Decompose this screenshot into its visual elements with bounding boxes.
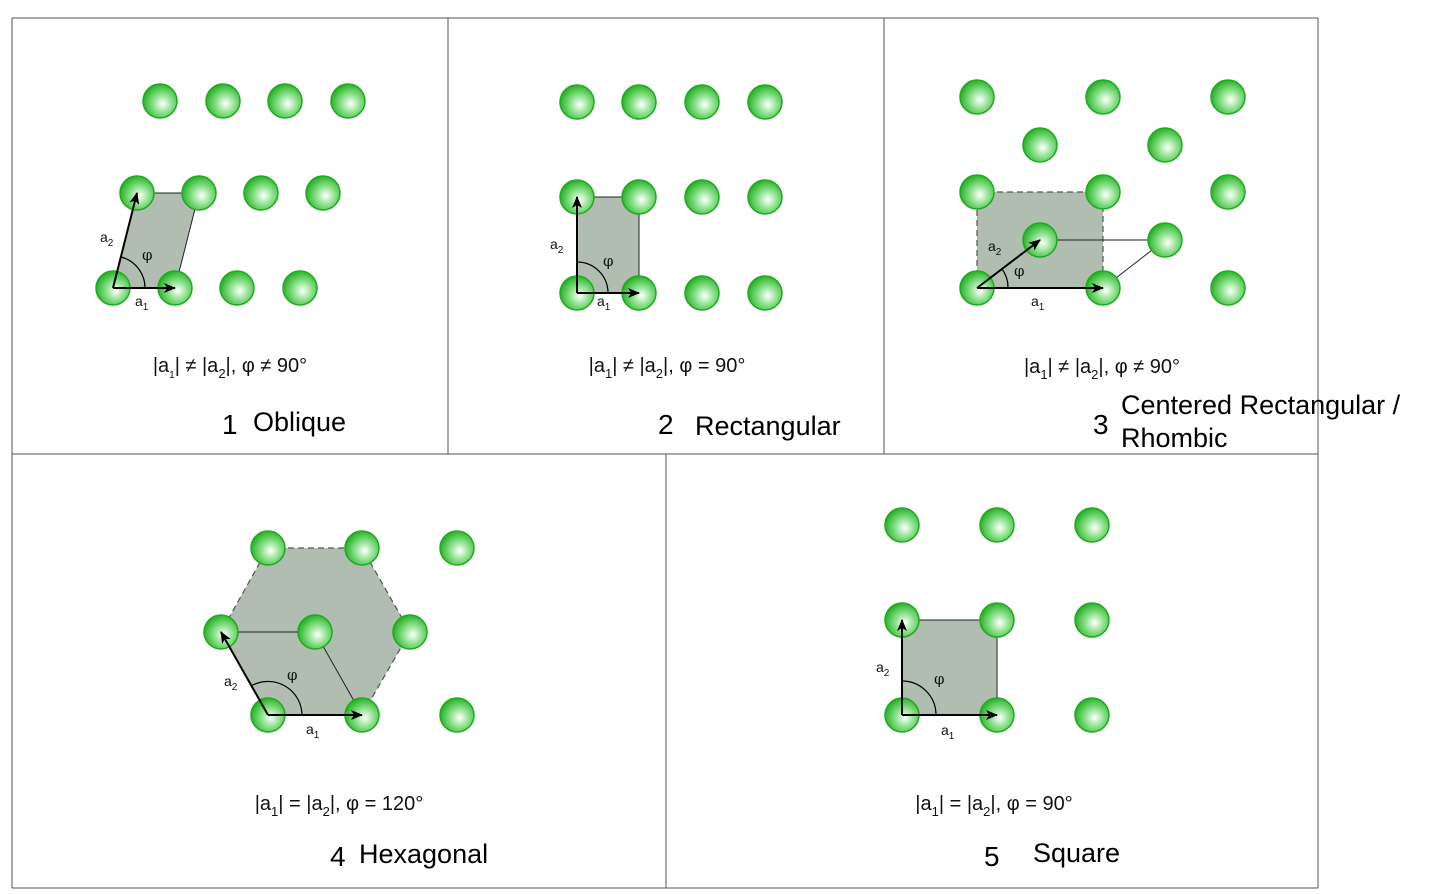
angle-label: φ [142,246,153,264]
lattice-atom [392,614,428,650]
lattice-atom [181,175,217,211]
panel-number: 3 [1093,409,1109,440]
lattice-atom [439,697,475,733]
a1-label: a1 [135,293,149,313]
lattice-atom [959,79,995,115]
panel-title-line1: Centered Rectangular / [1121,390,1401,420]
lattice-atom [684,179,720,215]
lattice-atom [684,84,720,120]
condition-formula: |a1| = |a2|, φ = 90° [915,793,1072,819]
angle-label: φ [1014,262,1025,280]
lattice-atom [1147,127,1183,163]
angle-arc [901,680,937,716]
atoms [884,507,1110,733]
angle-arc [1001,268,1009,289]
a1-label: a1 [306,721,320,741]
a1-label: a1 [597,293,611,313]
panel-centered-rectangular: φ a1 a2 |a1| ≠ |a2|, φ ≠ 90° 3 Centered … [959,79,1401,453]
lattice-atom [439,530,475,566]
angle-label: φ [603,252,614,270]
lattice-atom [621,179,657,215]
lattice-atom [959,174,995,210]
lattice-atom [142,83,178,119]
lattice-atom [219,270,255,306]
lattice-atom [1210,270,1246,306]
lattice-atom [559,84,595,120]
lattice-atom [621,84,657,120]
panel-hexagonal: φ a1 a2 |a1| = |a2|, φ = 120° 4 Hexagona… [203,530,488,872]
lattice-atom [297,614,333,650]
lattice-atom [1074,507,1110,543]
lattice-atom [747,179,783,215]
lattice-atom [305,175,341,211]
a1-label: a1 [1031,293,1045,313]
vector-a2-arrow [976,239,1041,289]
lattice-atom [1210,174,1246,210]
lattice-atom [344,530,380,566]
panel-rectangular: φ a1 a2 |a1| ≠ |a2|, φ = 90° 2 Rectangul… [550,84,841,441]
panel-number: 1 [222,409,238,440]
panel-oblique: φ a1 a2 |a1| ≠ |a2|, φ ≠ 90° 1 Oblique [95,83,366,440]
lattice-atom [979,507,1015,543]
lattice-atom [1210,79,1246,115]
angle-arc [576,261,609,294]
lattice-atom [884,507,920,543]
a1-label: a1 [941,722,955,742]
condition-formula: |a1| ≠ |a2|, φ = 90° [589,355,746,381]
lattice-atom [267,83,303,119]
atoms [559,84,783,311]
lattice-atom [205,83,241,119]
lattice-atom [1147,222,1183,258]
angle-arc [250,680,303,716]
panel-square: φ a1 a2 |a1| = |a2|, φ = 90° 5 Square [876,507,1120,872]
lattice-atom [1022,127,1058,163]
unit-cell [901,619,998,716]
angle-label: φ [934,670,945,688]
a2-label: a2 [876,659,890,679]
lattice-atom [1085,174,1121,210]
unit-cell [576,196,640,294]
condition-formula: |a1| ≠ |a2|, φ ≠ 90° [153,355,307,381]
angle-label: φ [287,666,298,684]
panel-title: Rectangular [695,411,841,441]
a2-label: a2 [550,236,564,256]
a2-label: a2 [224,673,238,693]
angle-arc [120,256,146,289]
lattice-atom [684,275,720,311]
a2-label: a2 [100,229,114,249]
lattice-atom [1074,697,1110,733]
lattice-atom [282,270,318,306]
panel-grid [11,17,1319,889]
vector-a2-arrow [112,192,140,289]
lattice-atom [979,602,1015,638]
panel-title-line2: Rhombic [1121,423,1228,453]
lattice-atom [1085,79,1121,115]
condition-formula: |a1| ≠ |a2|, φ ≠ 90° [1024,356,1180,382]
lattice-atom [330,83,366,119]
a2-label: a2 [988,238,1002,258]
lattice-atom [747,275,783,311]
panel-title: Hexagonal [359,839,488,869]
vector-a2-arrow [220,631,269,716]
panel-number: 4 [330,841,346,872]
condition-formula: |a1| = |a2|, φ = 120° [255,793,424,819]
panel-title: Oblique [253,407,346,437]
lattice-atom [747,84,783,120]
panel-number: 5 [984,841,1000,872]
lattice-atom [250,530,286,566]
lattice-atom [243,175,279,211]
lattice-atom [1074,602,1110,638]
panel-number: 2 [658,409,674,440]
panel-title: Square [1033,838,1120,868]
